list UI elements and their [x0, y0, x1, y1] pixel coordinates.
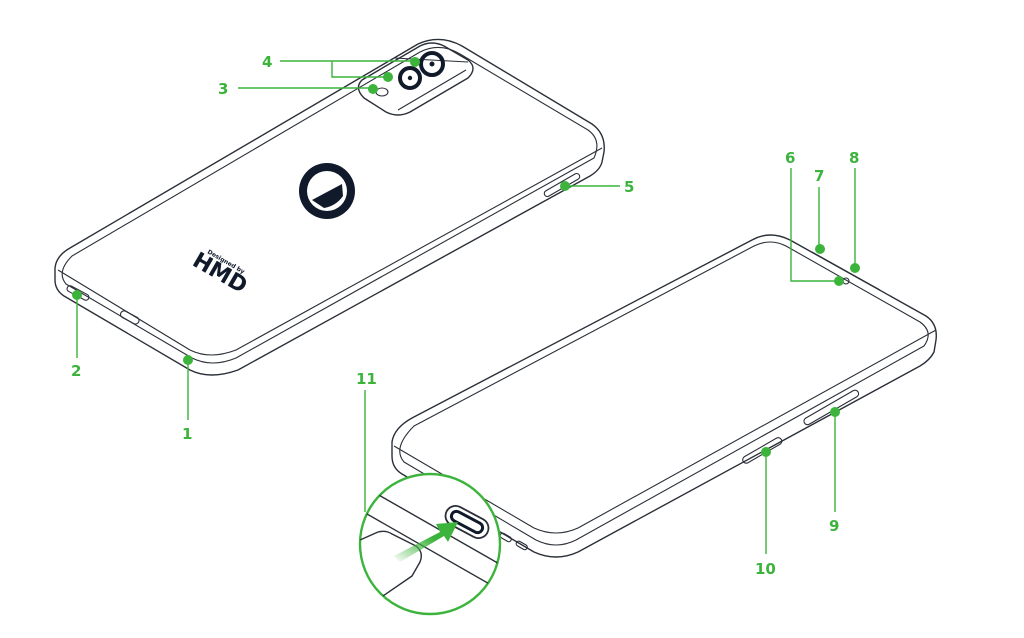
callout-2: 2: [71, 362, 81, 380]
usb-insert-magnifier: [358, 472, 502, 616]
camera-module: [357, 42, 474, 116]
callout-3: 3: [218, 80, 228, 98]
phone-back-view: Designed by HMD: [54, 38, 605, 376]
callout-9: 9: [829, 517, 839, 535]
callout-7: 7: [814, 167, 824, 185]
callout-6: 6: [785, 149, 795, 167]
usb-insert-arrow-icon: [394, 522, 458, 562]
designed-by-hmd-logo: Designed by HMD: [188, 248, 251, 299]
usb-port: [119, 310, 140, 325]
callout-11: 11: [356, 370, 377, 388]
phone-front-view: [391, 234, 937, 558]
volume-button: [803, 389, 860, 426]
callout-5: 5: [624, 178, 634, 196]
callouts: 1 2 3 4 5 6 7 8 9 10 11: [71, 53, 860, 578]
hmd-logo-icon: [299, 163, 355, 219]
callout-4: 4: [262, 53, 272, 71]
callout-8: 8: [849, 149, 859, 167]
callout-1: 1: [182, 425, 192, 443]
callout-10: 10: [755, 560, 776, 578]
